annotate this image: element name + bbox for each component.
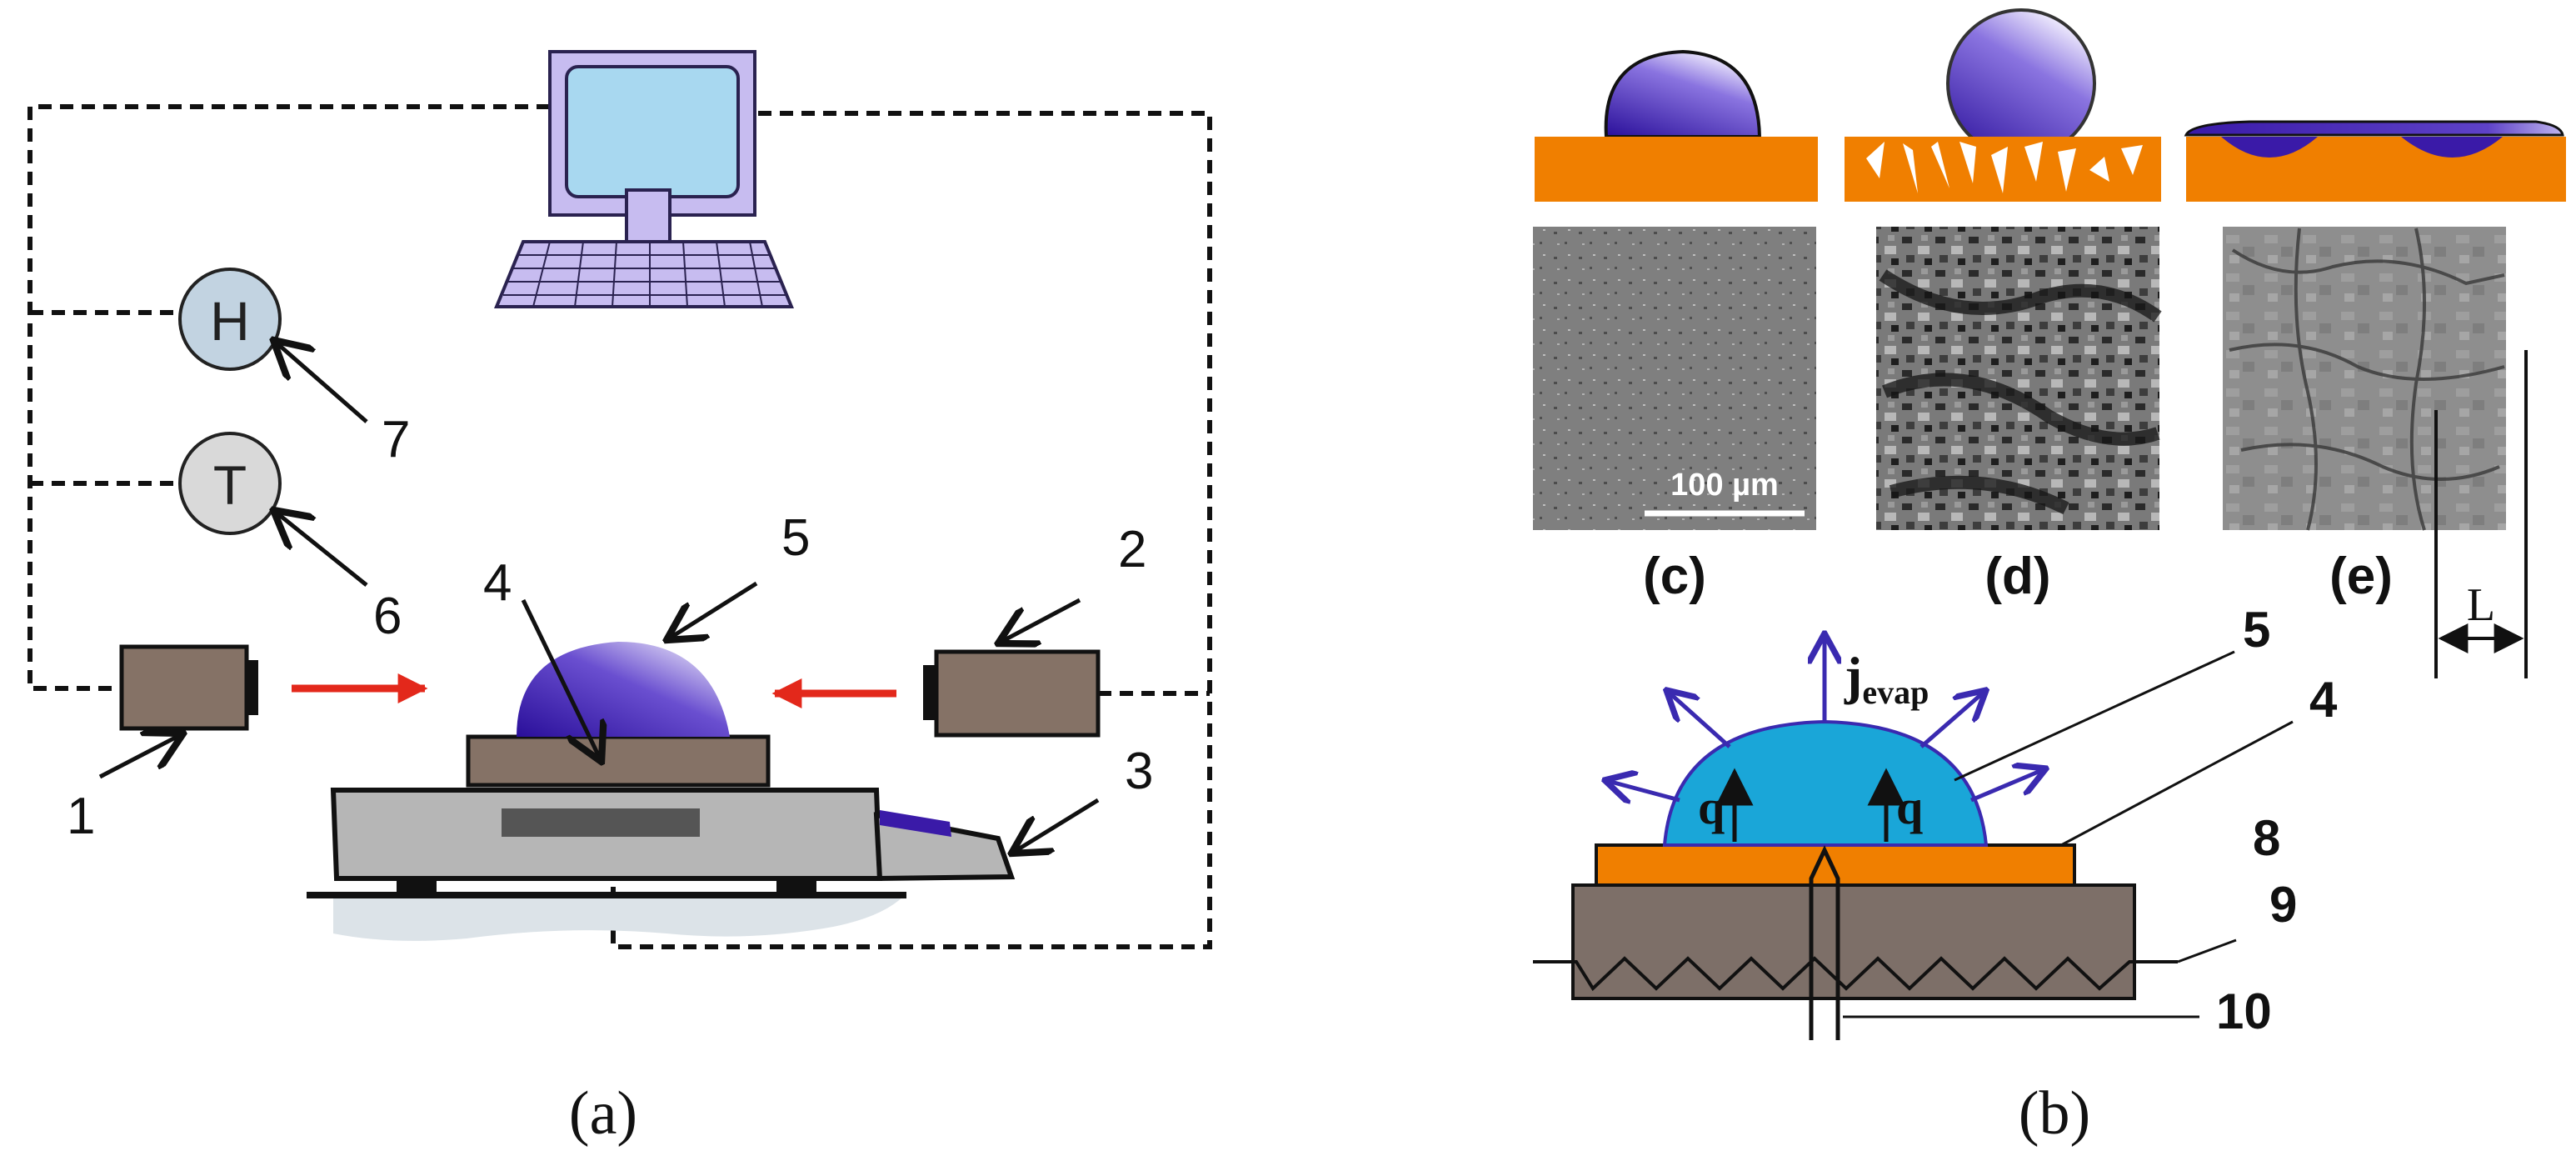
flux-symbol: j (1844, 646, 1862, 705)
evaporation-flux-label: jevap (1844, 646, 1929, 711)
camera-body (119, 644, 249, 731)
camera-left (119, 644, 258, 731)
flux-subscript: evap (1862, 673, 1929, 711)
callout-label-b-9: 9 (2269, 877, 2297, 933)
caption-e: (e) (2329, 548, 2393, 605)
wire-computer-right (611, 111, 1212, 949)
insulation-zigzag (1533, 956, 2178, 992)
panel-a: H T (27, 50, 1212, 1148)
micrograph-e-cracks (2229, 228, 2505, 531)
temperature-sensor-label: T (213, 454, 247, 516)
heat-flux-label-left: q (1698, 780, 1725, 834)
callout-arrow-6 (273, 510, 368, 587)
wire-computer-left (27, 104, 550, 691)
micrograph-e (2223, 227, 2506, 531)
callout-label-5: 5 (781, 509, 810, 567)
callout-numbers-b: 5 4 8 9 10 (2216, 602, 2338, 1039)
scale-bar-label: 100 µm (1670, 468, 1779, 503)
callout-label-2: 2 (1118, 521, 1146, 578)
micrograph-c: 100 µm (1533, 227, 1816, 530)
substrate-d-voids (1866, 142, 2143, 193)
signal-wiring (27, 104, 1212, 949)
balance-base (307, 892, 906, 898)
humidity-sensor-icon (178, 268, 282, 371)
camera-body (934, 649, 1101, 738)
substrate-c (1535, 137, 1818, 202)
callout-label-b-5: 5 (2243, 602, 2270, 658)
balance-button (880, 810, 951, 837)
micrograph-c-image (1533, 227, 1816, 530)
crack-spacing-label: L (2467, 579, 2495, 631)
micrograph-e-image (2223, 227, 2506, 530)
micrograph-captions: (c) (d) (e) (1643, 548, 2393, 605)
droplet-sample (517, 642, 730, 737)
humidity-sensor-label: H (210, 290, 250, 352)
camera-lens (923, 665, 936, 720)
callout-label-1: 1 (67, 788, 95, 845)
callout-label-4: 4 (483, 554, 512, 612)
liquid-film-e (2184, 120, 2564, 137)
callout-label-6: 6 (373, 588, 402, 645)
temperature-sensor: T (178, 432, 282, 535)
callout-lines-b (1843, 650, 2294, 1018)
analytical-balance (307, 642, 1016, 941)
monitor-stand (625, 188, 671, 245)
callout-arrow-7 (273, 340, 368, 423)
callout-label-7: 7 (382, 411, 410, 468)
crack-spacing-dimension (2434, 350, 2528, 678)
liquid-pocket-right (2401, 137, 2503, 158)
callout-arrow-3 (1011, 798, 1100, 853)
monitor-screen (565, 65, 740, 198)
heat-flux-arrows (1715, 768, 1905, 842)
callout-arrow-2 (998, 598, 1081, 643)
callout-numbers-a: 1 2 3 4 5 6 7 (67, 411, 1153, 845)
droplet-c (1604, 49, 1762, 138)
camera-lens (247, 660, 258, 715)
liquid-pocket-left (2221, 137, 2318, 158)
micrograph-d (1876, 227, 2162, 530)
callout-line-5 (1954, 650, 2235, 782)
caption-c: (c) (1643, 548, 1706, 605)
callout-label-3: 3 (1125, 743, 1153, 800)
micrograph-d-dark-streaks (1879, 269, 2162, 515)
callout-label-b-4: 4 (2309, 672, 2338, 728)
panel-b-caption: (b) (2019, 1079, 2090, 1148)
callout-arrow-5 (666, 581, 758, 640)
callout-arrow-4 (521, 598, 602, 762)
heat-flux-label-right: q (1896, 780, 1923, 834)
callout-line-4 (2060, 720, 2294, 847)
balance-shadow (333, 895, 905, 941)
panel-a-caption: (a) (569, 1079, 637, 1148)
camera-right (923, 649, 1101, 738)
caption-d: (d) (1984, 548, 2050, 605)
callout-arrow-1 (98, 733, 183, 779)
wetting-schematic-c (1535, 49, 1818, 202)
computer (494, 50, 794, 308)
callout-arrows-a (98, 340, 1100, 853)
balance-display (502, 808, 700, 837)
panel-b: 100 µm L (1533, 8, 2566, 1148)
balance-pan (466, 734, 771, 788)
balance-control-panel (873, 812, 1016, 882)
balance-foot-right (776, 878, 816, 893)
balance-foot-left (397, 878, 437, 893)
evaporation-flux-arrows (1605, 633, 2046, 800)
callout-line-9 (2177, 938, 2237, 963)
wetting-schematic-e (2184, 120, 2566, 202)
droplet-d (1946, 8, 2096, 158)
keyboard-keys (503, 241, 786, 308)
substrate-layer (1595, 843, 2076, 887)
evaporating-droplet (1662, 719, 1989, 847)
humidity-sensor: H (178, 268, 282, 371)
wetting-schematic-d (1845, 8, 2161, 202)
callout-label-b-8: 8 (2253, 810, 2280, 866)
callout-label-b-10: 10 (2216, 983, 2272, 1039)
temperature-sensor-icon (178, 432, 282, 535)
heated-droplet-schematic: q q jevap (1533, 633, 2178, 1040)
thermocouple (1809, 845, 1840, 1040)
